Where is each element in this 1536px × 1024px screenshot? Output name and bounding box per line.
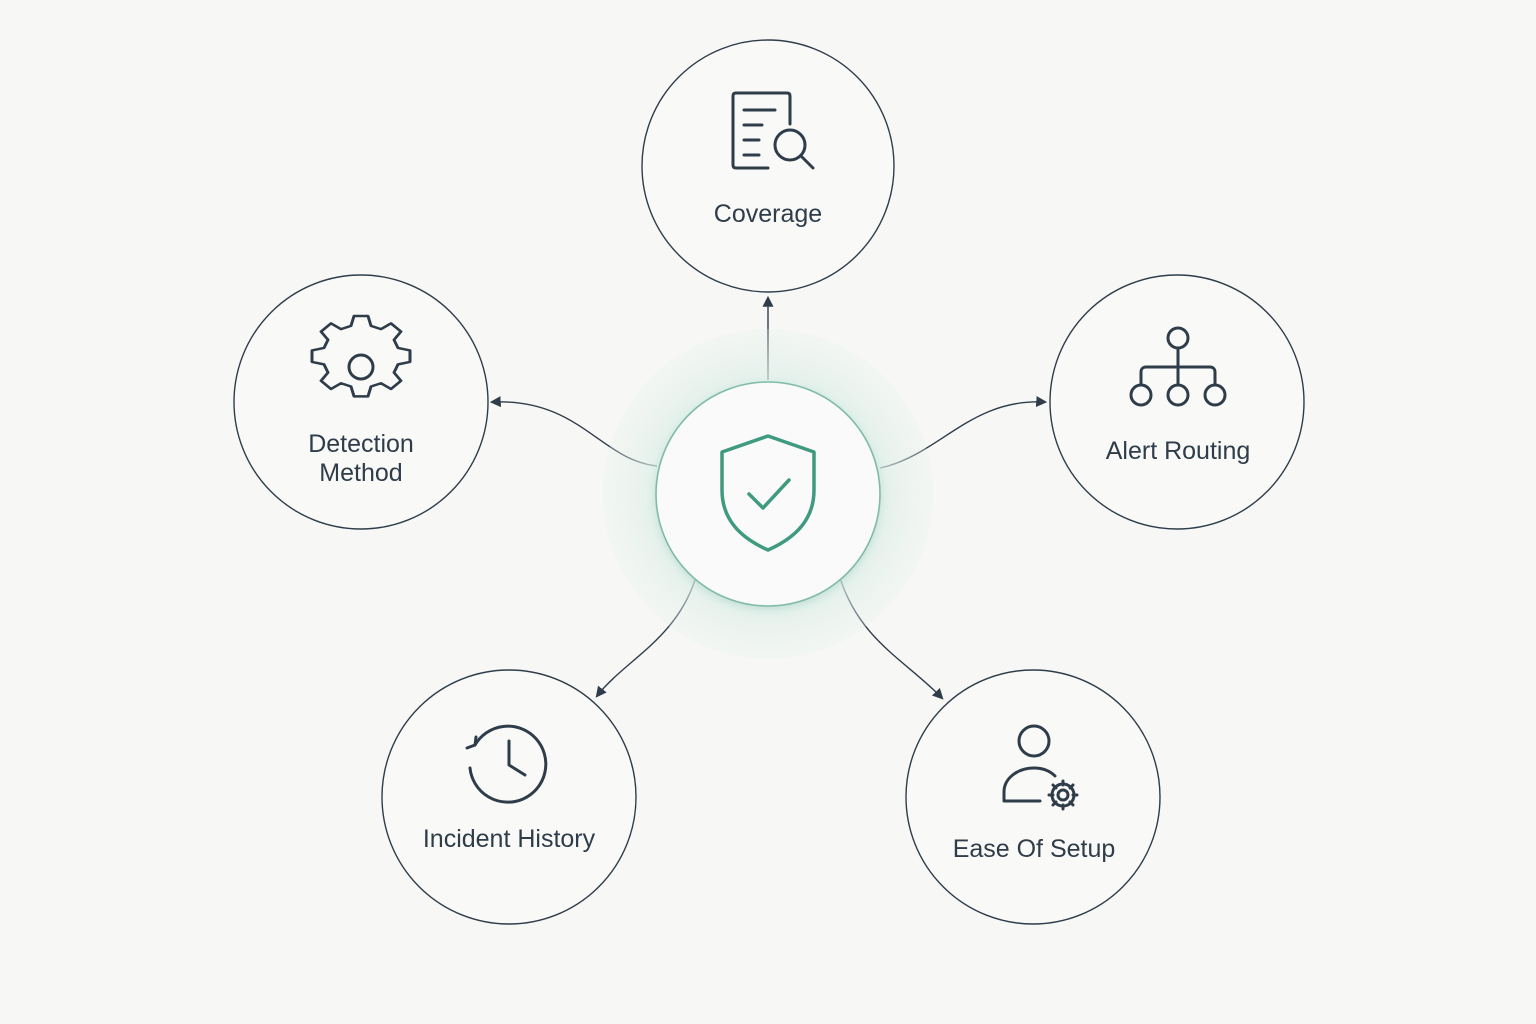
center-hub[interactable] (603, 329, 933, 659)
node-circle (641, 39, 895, 293)
node-label-coverage: Coverage (714, 200, 822, 228)
node-circle (905, 669, 1161, 925)
shield-check-icon (720, 434, 816, 552)
node-circle (1049, 274, 1305, 530)
node-circle (381, 669, 637, 925)
node-label-incident-history: Incident History (423, 825, 596, 853)
node-alert-routing[interactable]: Alert Routing (1049, 274, 1305, 530)
document-search-icon (731, 91, 815, 170)
node-detection-method[interactable]: Detection Method (233, 274, 489, 530)
node-ease-of-setup[interactable]: Ease Of Setup (905, 669, 1161, 925)
hierarchy-icon (1129, 326, 1227, 407)
center-circle (655, 381, 881, 607)
node-label-detection-method-line2: Method (319, 459, 402, 487)
node-label-alert-routing: Alert Routing (1106, 437, 1251, 465)
node-label-detection-method-line1: Detection (308, 430, 414, 458)
user-gear-icon (1002, 724, 1079, 811)
node-coverage[interactable]: Coverage (641, 39, 895, 293)
node-label-ease-of-setup: Ease Of Setup (953, 835, 1116, 863)
node-circle (233, 274, 489, 530)
gear-icon (310, 314, 412, 398)
node-incident-history[interactable]: Incident History (381, 669, 637, 925)
history-clock-icon (465, 724, 548, 804)
